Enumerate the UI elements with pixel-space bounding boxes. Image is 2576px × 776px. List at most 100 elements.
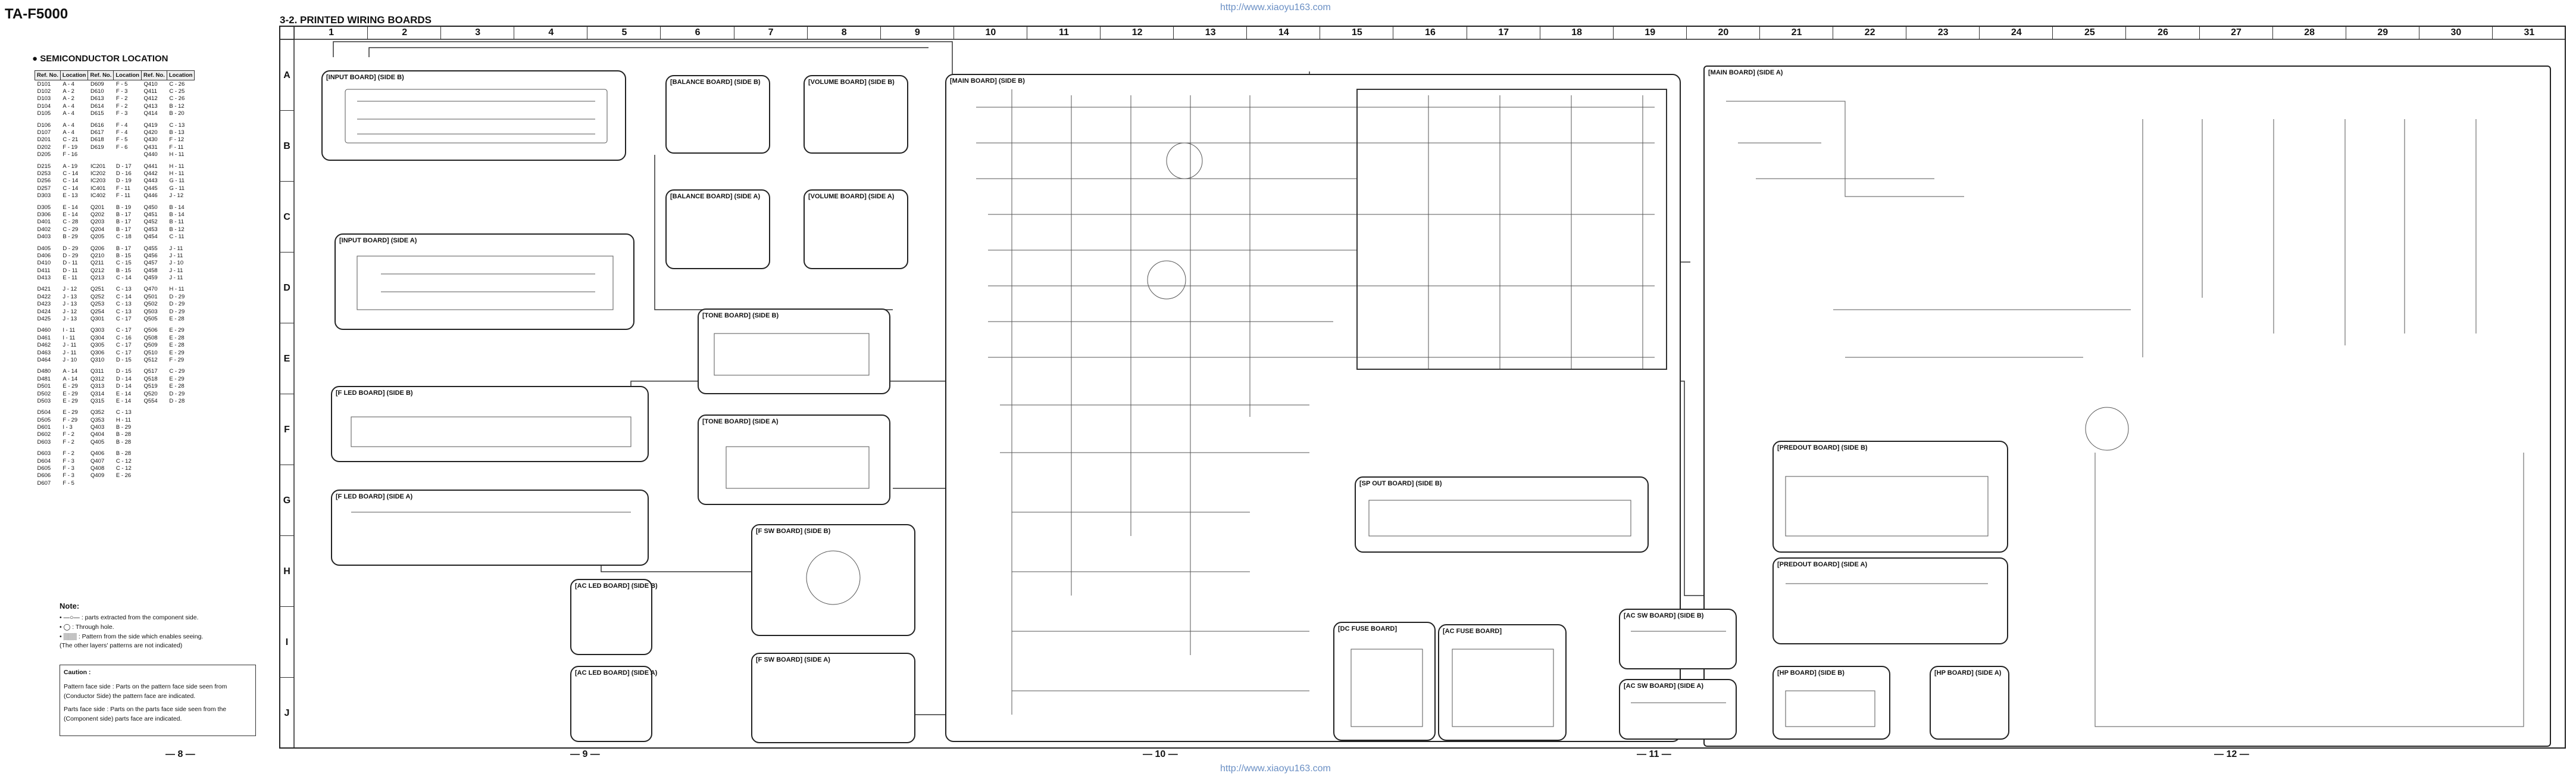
location-cell: B - 28 (115, 438, 132, 445)
location-cell: D256 (37, 177, 51, 185)
ac-fuse-board: [AC FUSE BOARD] (1438, 624, 1567, 741)
location-cell: G - 11 (169, 177, 185, 185)
location-cell: H - 11 (169, 286, 185, 293)
ac-sw-board-side-b: [AC SW BOARD] (SIDE B) (1619, 609, 1737, 669)
location-cell: Q352 (90, 409, 105, 416)
location-cell: D425 (37, 316, 51, 323)
location-cell: E - 14 (62, 211, 78, 218)
grid-column-label: 17 (1466, 26, 1540, 39)
location-cell: F - 11 (115, 192, 130, 200)
location-cell: J - 10 (62, 356, 77, 363)
grid-column-label: 25 (2052, 26, 2126, 39)
location-cell: Q455 (143, 245, 158, 252)
f-led-board-side-a: [F LED BOARD] (SIDE A) (331, 490, 649, 566)
location-cell: E - 29 (62, 409, 78, 416)
location-cell: D413 (37, 275, 51, 282)
location-cell: D603 (37, 438, 51, 445)
balance-board-side-a: [BALANCE BOARD] (SIDE A) (665, 189, 770, 269)
location-cell: C - 13 (115, 308, 132, 315)
grid-row-label: B (280, 110, 294, 182)
location-cell: F - 3 (62, 472, 74, 479)
page-number-11: — 11 — (1637, 749, 1671, 759)
grid-column-label: 8 (806, 26, 881, 39)
grid-column-label: 3 (440, 26, 514, 39)
dc-fuse-board: [DC FUSE BOARD] (1333, 622, 1436, 741)
location-cell: J - 11 (169, 245, 183, 252)
location-cell: F - 2 (62, 450, 74, 457)
location-cell: D101 (37, 80, 51, 88)
board-label: [VOLUME BOARD] (SIDE B) (808, 79, 895, 86)
location-cell: D202 (37, 144, 51, 151)
location-cell: F - 3 (115, 88, 128, 95)
input-board-side-b: [INPUT BOARD] (SIDE B) (321, 70, 626, 161)
location-cell: Q443 (143, 177, 158, 185)
location-cell: C - 17 (115, 327, 132, 334)
location-cell: Q403 (90, 424, 105, 431)
location-cell: Q211 (90, 260, 104, 267)
volume-board-side-b: [VOLUME BOARD] (SIDE B) (804, 75, 908, 154)
location-cell: J - 12 (62, 286, 77, 293)
grid-row-label: F (280, 394, 294, 465)
location-cell: Q503 (143, 308, 158, 315)
location-cell: Q408 (90, 465, 105, 472)
location-cell: D501 (37, 383, 51, 390)
location-cell: J - 11 (169, 267, 183, 274)
location-cell: Q517 (143, 368, 158, 375)
location-cell: B - 11 (169, 219, 184, 226)
f-sw-board-side-b: [F SW BOARD] (SIDE B) (751, 524, 915, 636)
f-led-board-side-b: [F LED BOARD] (SIDE B) (331, 386, 649, 462)
location-cell: D - 16 (115, 170, 132, 177)
board-label: [INPUT BOARD] (SIDE A) (339, 237, 417, 244)
location-cell: Q213 (90, 275, 105, 282)
location-cell: Q353 (90, 416, 105, 423)
location-cell: C - 14 (115, 293, 132, 300)
location-cell: E - 11 (62, 275, 78, 282)
location-cell: C - 11 (169, 233, 185, 241)
location-cell: IC203 (90, 177, 106, 185)
location-cell: Q406 (90, 450, 105, 457)
location-cell: D604 (37, 457, 51, 465)
location-header: Location (60, 70, 89, 80)
location-cell: A - 4 (62, 121, 74, 129)
location-cell: Q440 (143, 151, 158, 158)
location-cell: F - 29 (62, 416, 78, 423)
location-cell: Q442 (143, 170, 158, 177)
location-cell: C - 28 (62, 219, 79, 226)
location-cell: Q310 (90, 356, 105, 363)
location-cell: D253 (37, 170, 51, 177)
location-cell: IC401 (90, 185, 106, 192)
location-cell: Q202 (90, 211, 105, 218)
board-label: [PREDOUT BOARD] (SIDE A) (1777, 561, 1868, 568)
location-cell: F - 2 (62, 438, 74, 445)
location-cell: E - 29 (62, 397, 78, 404)
location-cell: D505 (37, 416, 51, 423)
location-cell: B - 28 (115, 450, 132, 457)
board-label: [AC FUSE BOARD] (1443, 628, 1502, 635)
location-cell: B - 15 (115, 267, 132, 274)
location-cell: D305 (37, 204, 51, 211)
location-cell: Q506 (143, 327, 158, 334)
location-cell: E - 28 (169, 383, 185, 390)
location-cell: Q450 (143, 204, 158, 211)
location-cell: C - 26 (169, 80, 185, 88)
location-cell: A - 4 (62, 80, 74, 88)
location-cell: C - 25 (169, 88, 185, 95)
location-cell: Q454 (143, 233, 158, 241)
location-cell: Q456 (143, 252, 158, 259)
location-cell: E - 29 (62, 383, 78, 390)
location-cell: Q313 (90, 383, 105, 390)
board-label: [F SW BOARD] (SIDE A) (756, 656, 830, 663)
balance-board-side-b: [BALANCE BOARD] (SIDE B) (665, 75, 770, 154)
location-cell: D306 (37, 211, 51, 218)
location-cell: D - 11 (62, 260, 78, 267)
location-cell: D - 29 (169, 390, 185, 397)
grid-column-label: 18 (1539, 26, 1614, 39)
